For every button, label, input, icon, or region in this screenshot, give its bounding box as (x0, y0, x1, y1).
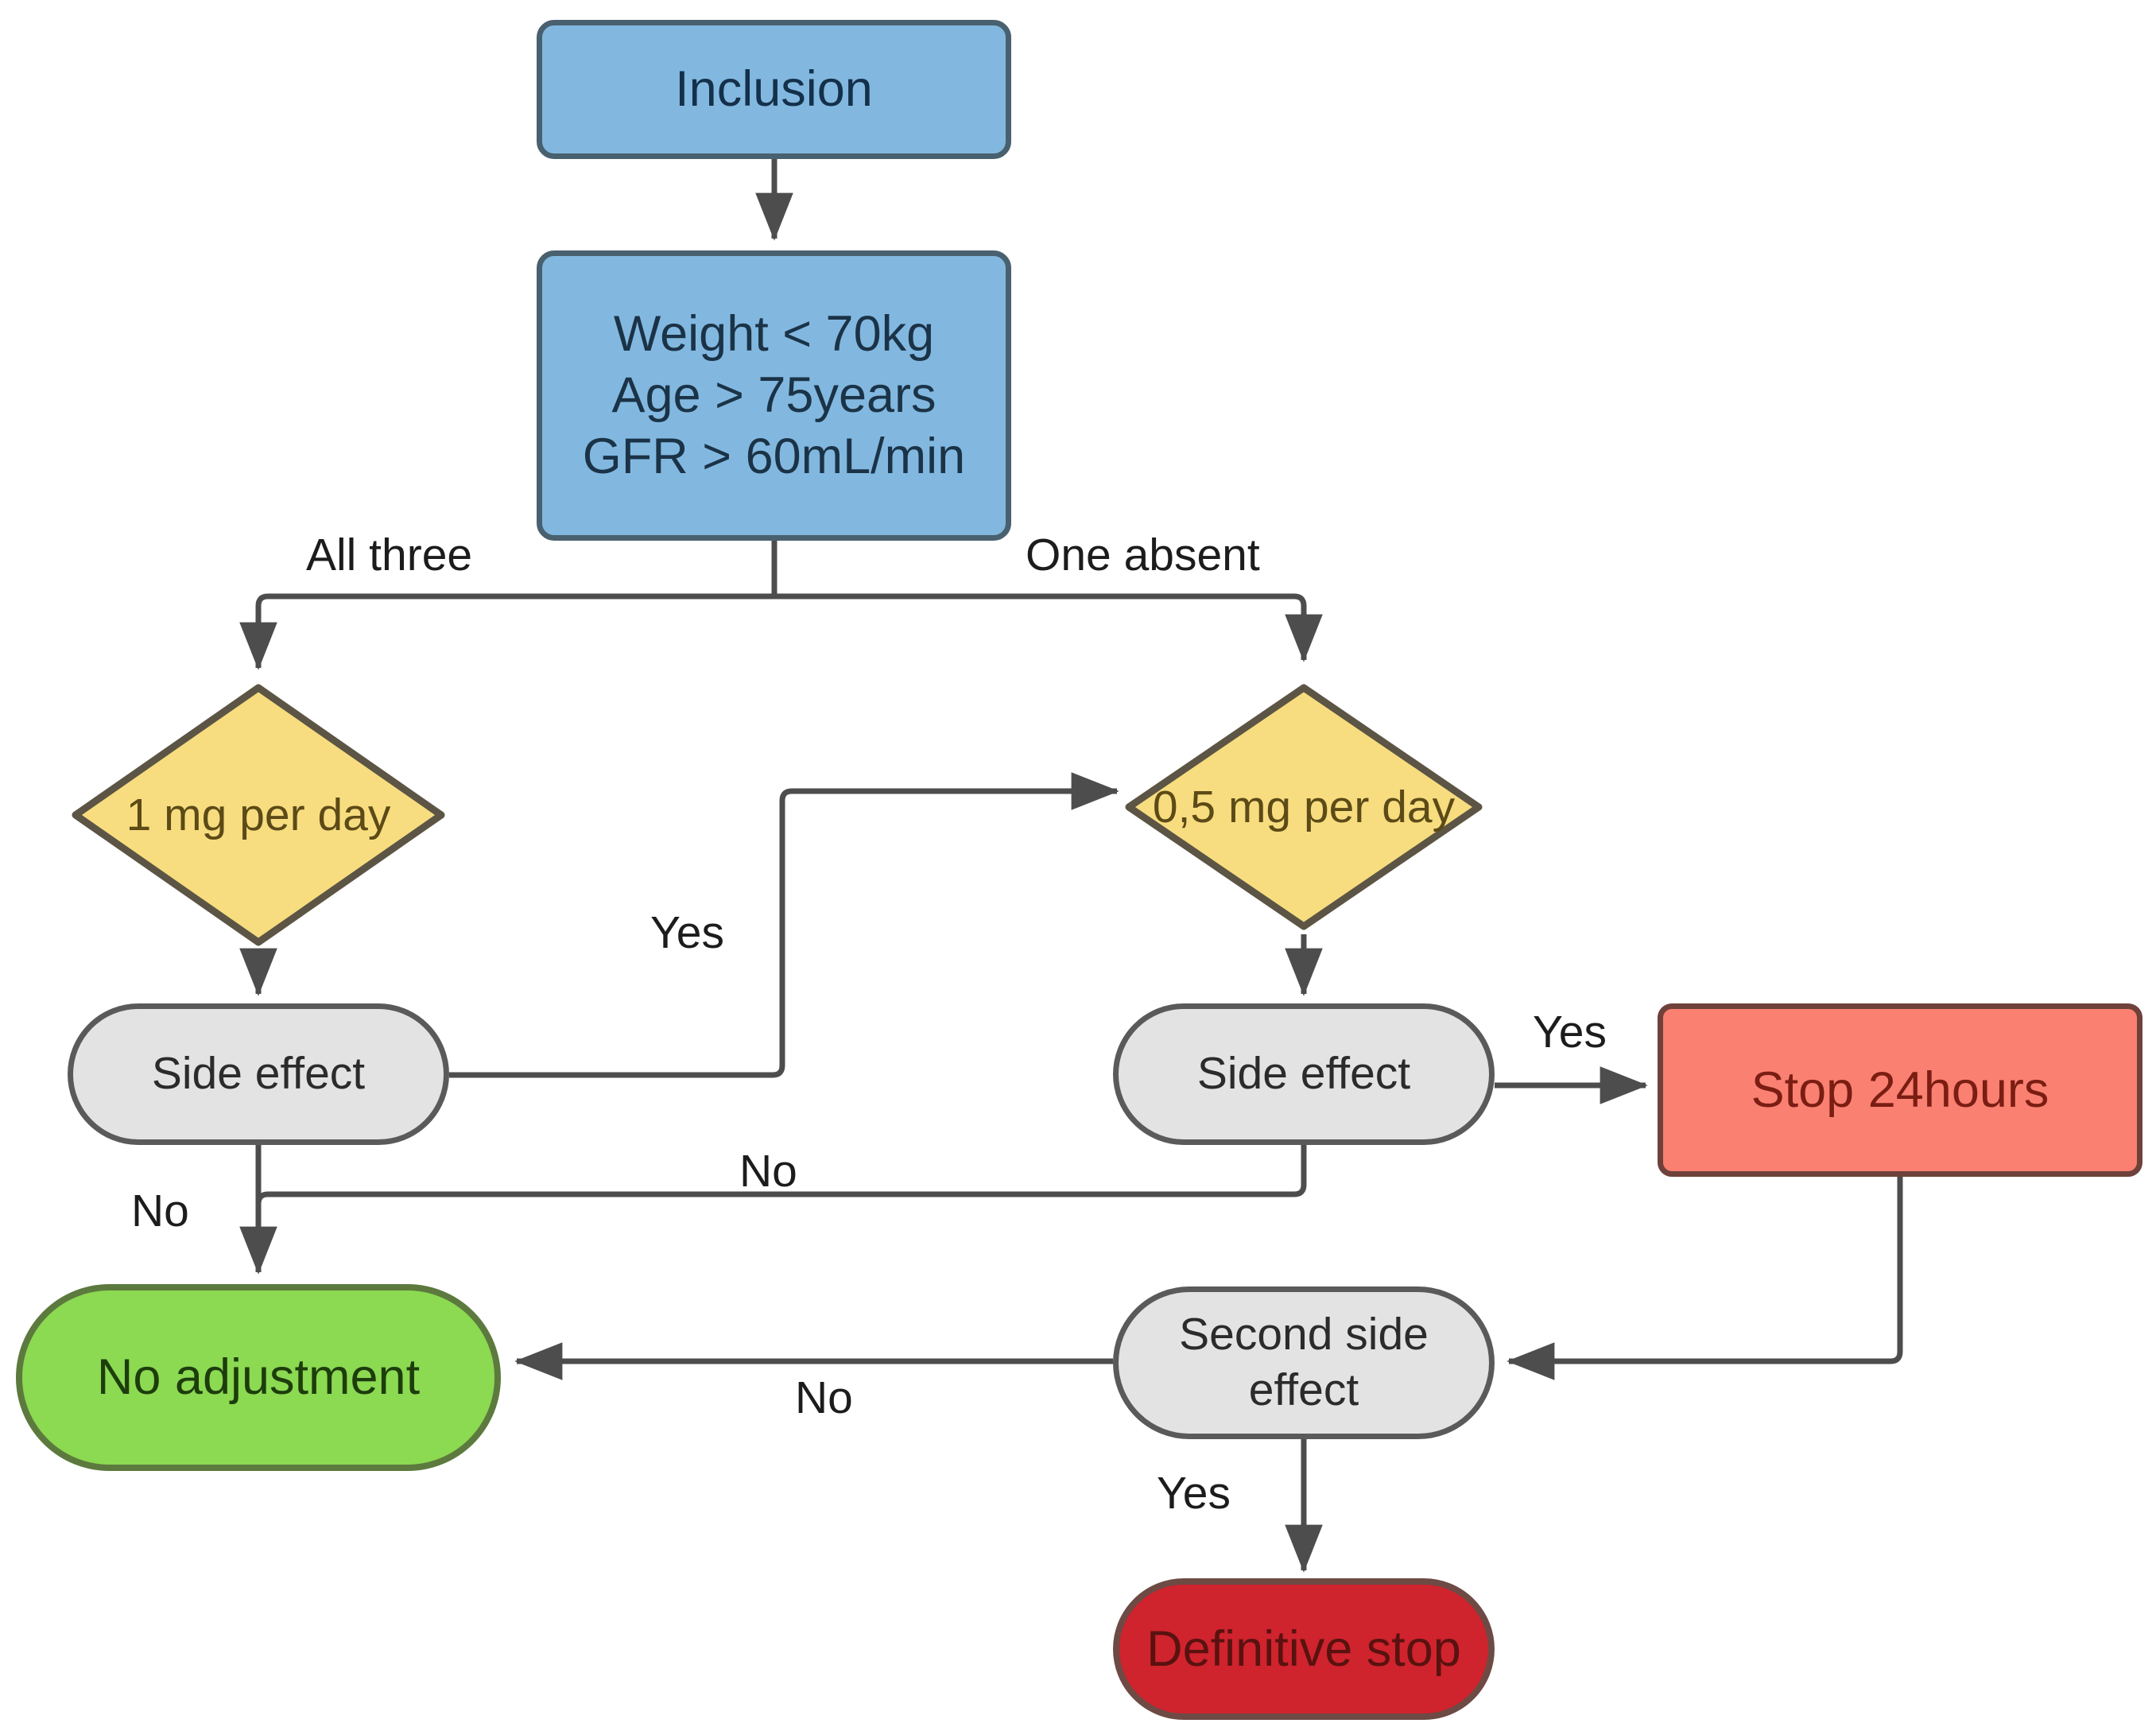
node-criteria-line-1: Weight < 70kg (613, 306, 935, 363)
node-second-side-effect[interactable]: Second side effect (1113, 1287, 1495, 1439)
node-no-adjustment-label: No adjustment (96, 1349, 421, 1406)
edge-side-effect-right-no (255, 1145, 1307, 1240)
edge-label-no-second-side-effect: No (795, 1372, 853, 1423)
node-criteria-line-2: Age > 75years (611, 367, 936, 424)
edge-label-one-absent: One absent (1026, 530, 1260, 580)
node-dose-full-label: 1 mg per day (126, 788, 391, 842)
node-inclusion[interactable]: Inclusion (537, 20, 1011, 159)
node-dose-full-line-1: 1 mg (126, 789, 227, 840)
diamond-shape (72, 684, 445, 946)
node-dose-full-line-2: per day (239, 789, 391, 840)
edge-label-no-left-side-effect: No (131, 1186, 189, 1236)
node-definitive-stop-label: Definitive stop (1146, 1620, 1461, 1677)
node-side-effect-left-label: Side effect (151, 1048, 366, 1100)
edge-side-effect-left-yes (449, 772, 1119, 1078)
edge-label-yes-left-side-effect: Yes (650, 907, 724, 958)
node-definitive-stop[interactable]: Definitive stop (1113, 1578, 1495, 1720)
node-stop-24hours-label: Stop 24hours (1751, 1061, 2049, 1118)
edge-stop24-second-side-effect (1506, 1177, 1903, 1380)
edge-criteria-dose-half (774, 593, 1323, 662)
node-dose-half-label: 0,5 mg per day (1153, 780, 1455, 834)
node-side-effect-right[interactable]: Side effect (1113, 1003, 1495, 1145)
node-dose-half[interactable]: 0,5 mg per day (1121, 680, 1487, 934)
edge-label-all-three: All three (306, 530, 473, 580)
node-stop-24hours[interactable]: Stop 24hours (1658, 1003, 2142, 1177)
diamond-shape (1125, 684, 1483, 930)
node-second-side-effect-line-2: effect (1248, 1364, 1359, 1415)
edge-label-yes-second-side-effect: Yes (1157, 1468, 1231, 1519)
node-side-effect-right-label: Side effect (1196, 1048, 1411, 1100)
node-inclusion-label: Inclusion (675, 61, 873, 118)
edge-label-no-right-side-effect: No (739, 1146, 797, 1197)
node-second-side-effect-line-1: Second side (1179, 1309, 1429, 1360)
node-dose-half-line-1: 0,5 mg (1152, 781, 1292, 832)
node-no-adjustment[interactable]: No adjustment (16, 1284, 501, 1471)
node-dose-full[interactable]: 1 mg per day (68, 680, 449, 950)
edge-criteria-dose-full (239, 593, 774, 670)
edge-label-yes-right-side-effect: Yes (1533, 1007, 1607, 1058)
node-side-effect-left[interactable]: Side effect (68, 1003, 449, 1145)
node-criteria[interactable]: Weight < 70kg Age > 75years GFR > 60mL/m… (537, 250, 1011, 541)
node-dose-half-line-2: per day (1303, 781, 1456, 832)
node-criteria-line-3: GFR > 60mL/min (582, 428, 966, 484)
